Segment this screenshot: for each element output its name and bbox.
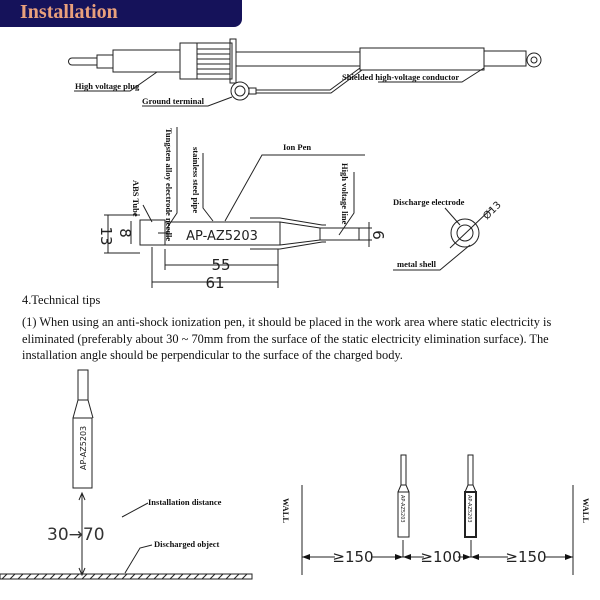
label-hv-line: High voltage line [340, 163, 350, 225]
leader-object [124, 544, 153, 574]
pen-1: AP-AZ5203 [397, 454, 410, 538]
header-banner: Installation [0, 0, 242, 27]
ground-terminal-ring [230, 81, 250, 101]
nut-ridges [196, 43, 230, 79]
needle [158, 228, 169, 238]
pen-model-text: AP-AZ5203 [186, 229, 258, 244]
gap-middle: ≥100 [420, 548, 461, 566]
pen-2-model: AP-AZ5203 [466, 495, 472, 523]
leader-conductor [378, 67, 485, 83]
ion-pen-drawing: AP-AZ5203 13 8 6 55 61 ABS Tube Tungsten… [97, 127, 387, 292]
label-ion-pen: Ion Pen [283, 142, 311, 152]
distance-arrow [78, 491, 86, 577]
tips-body: (1) When using an anti-shock ionization … [22, 315, 552, 362]
cable-assembly: High voltage plug Ground terminal Shield… [68, 38, 542, 107]
label-abs-tube: ABS Tube [131, 180, 141, 217]
electrode-end-view: Discharge electrode metal shell Ø13 [393, 197, 504, 271]
plug-flange [229, 38, 237, 84]
pen-taper-vertical [72, 399, 94, 419]
dim-6-line [359, 222, 372, 247]
dim-6: 6 [369, 230, 387, 240]
dim-61: 61 [205, 274, 224, 292]
leader-needle [166, 127, 178, 229]
label-discharge-electrode: Discharge electrode [393, 197, 465, 207]
label-discharged-object: Discharged object [154, 539, 220, 549]
diameter-line [449, 207, 493, 249]
leader-discharge [444, 207, 461, 226]
distance-value: 30→70 [47, 525, 105, 545]
ground-terminal-hole [234, 85, 246, 97]
pen-line-vertical [77, 369, 89, 401]
cable-end [483, 50, 527, 67]
leader-ion-pen [224, 154, 365, 222]
pen-1-model: AP-AZ5203 [399, 495, 405, 523]
install-distance-drawing: AP-AZ5203 30→70 Installation distance Di… [0, 369, 253, 580]
dim-61-line [151, 247, 278, 288]
dim-13: 13 [97, 226, 115, 245]
metal-shell-circle [450, 218, 480, 248]
leader-hv-line [338, 172, 355, 236]
hv-line [319, 227, 360, 241]
ground-terminal-crimp [248, 87, 257, 95]
pen-model-vertical: AP-AZ5203 [79, 426, 88, 470]
spacing-drawing: WALL WALL AP-AZ5203 AP-AZ5203 ≥150 ≥100 [281, 454, 591, 575]
shielded-section [359, 47, 485, 71]
plug-nut [179, 42, 233, 80]
label-conductor: Shielded high-voltage conductor [342, 72, 459, 82]
label-ground-terminal: Ground terminal [142, 96, 205, 106]
leader-pipe [202, 153, 214, 222]
ground-wire [256, 67, 363, 94]
leader-shell [393, 244, 471, 271]
leader-distance [121, 502, 149, 518]
dim-55: 55 [211, 256, 230, 274]
pen-taper [250, 217, 326, 250]
pen-2: AP-AZ5203 [464, 454, 477, 538]
leader-plug [74, 71, 158, 92]
label-pipe: stainless steel pipe [191, 147, 201, 213]
label-diameter: Ø13 [481, 199, 504, 222]
discharged-object-surface [0, 573, 253, 580]
leader-ground [142, 96, 233, 107]
wall-label-right: WALL [581, 498, 591, 523]
page-title: Installation [20, 1, 118, 23]
surface-hatching [1, 573, 248, 580]
cable-end-ring [526, 52, 542, 68]
gap-left: ≥150 [332, 548, 373, 566]
dim-13-line [104, 214, 140, 254]
label-needle: Tungsten alloy electrode needle [164, 128, 174, 241]
wall-label-left: WALL [281, 498, 291, 523]
cable [235, 51, 361, 67]
label-metal-shell: metal shell [397, 259, 437, 269]
plug-collar [96, 54, 114, 69]
leader-abs [142, 204, 153, 223]
cable-end-ring-inner [530, 56, 538, 64]
label-installation-distance: Installation distance [148, 497, 222, 507]
gap-right: ≥150 [505, 548, 546, 566]
electrode-circle [456, 224, 474, 242]
tips-heading: 4.Technical tips [22, 293, 101, 307]
spacing-arrowheads [302, 554, 573, 560]
plug-pin [68, 57, 98, 66]
dim-8: 8 [116, 228, 134, 238]
label-plug: High voltage plug [75, 81, 140, 91]
plug-body [112, 49, 181, 73]
pen-body-vertical [72, 417, 93, 489]
